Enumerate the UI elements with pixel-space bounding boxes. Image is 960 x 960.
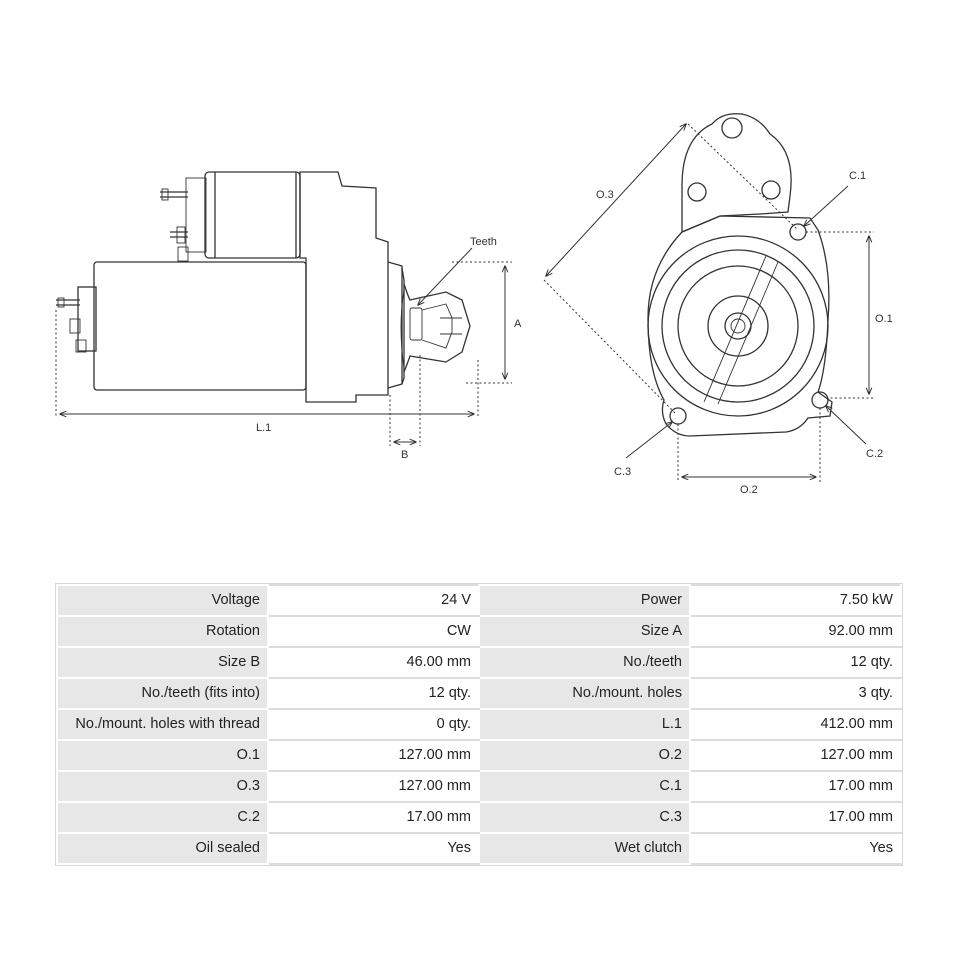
spec-value: 127.00 mm <box>267 770 480 803</box>
spec-value: 17.00 mm <box>267 801 480 834</box>
spec-label: Wet clutch <box>478 832 691 865</box>
side-view <box>55 171 512 446</box>
spec-label: No./teeth (fits into) <box>56 677 269 710</box>
spec-value: 0 qty. <box>267 708 480 741</box>
spec-label: No./mount. holes <box>478 677 691 710</box>
spec-value: 127.00 mm <box>689 739 902 772</box>
label-o3: O.3 <box>596 189 614 201</box>
label-c1: C.1 <box>849 170 866 182</box>
spec-label: O.1 <box>56 739 269 772</box>
spec-label: C.3 <box>478 801 691 834</box>
spec-label: Voltage <box>56 584 269 617</box>
spec-label: Oil sealed <box>56 832 269 865</box>
label-o2: O.2 <box>740 484 758 496</box>
starter-motor-drawing: Teeth A B L.1 O.3 O.1 O.2 C.1 C.2 C.3 <box>55 113 893 496</box>
spec-value: 12 qty. <box>689 646 902 679</box>
spec-value: 412.00 mm <box>689 708 902 741</box>
spec-label: Power <box>478 584 691 617</box>
spec-label: C.2 <box>56 801 269 834</box>
spec-value: 17.00 mm <box>689 770 902 803</box>
spec-value: 17.00 mm <box>689 801 902 834</box>
label-o1: O.1 <box>875 313 893 325</box>
spec-value: 3 qty. <box>689 677 902 710</box>
label-l1: L.1 <box>256 422 271 434</box>
spec-value: 127.00 mm <box>267 739 480 772</box>
spec-value: Yes <box>689 832 902 865</box>
spec-label: No./teeth <box>478 646 691 679</box>
spec-label: Rotation <box>56 615 269 648</box>
spec-label: O.2 <box>478 739 691 772</box>
spec-value: 24 V <box>267 584 480 617</box>
spec-value: Yes <box>267 832 480 865</box>
label-a: A <box>514 318 522 330</box>
spec-label: C.1 <box>478 770 691 803</box>
spec-value: 12 qty. <box>267 677 480 710</box>
spec-value: 46.00 mm <box>267 646 480 679</box>
spec-label: Size A <box>478 615 691 648</box>
spec-value: CW <box>267 615 480 648</box>
spec-value: 92.00 mm <box>689 615 902 648</box>
spec-value: 7.50 kW <box>689 584 902 617</box>
label-teeth: Teeth <box>470 236 497 248</box>
spec-label: L.1 <box>478 708 691 741</box>
label-b: B <box>401 449 408 461</box>
spec-label: No./mount. holes with thread <box>56 708 269 741</box>
spec-row: No./teeth (fits into)12 qty.No./mount. h… <box>56 677 902 710</box>
spec-label: O.3 <box>56 770 269 803</box>
spec-label: Size B <box>56 646 269 679</box>
label-c3: C.3 <box>614 466 631 478</box>
front-view <box>543 113 874 482</box>
label-c2: C.2 <box>866 448 883 460</box>
